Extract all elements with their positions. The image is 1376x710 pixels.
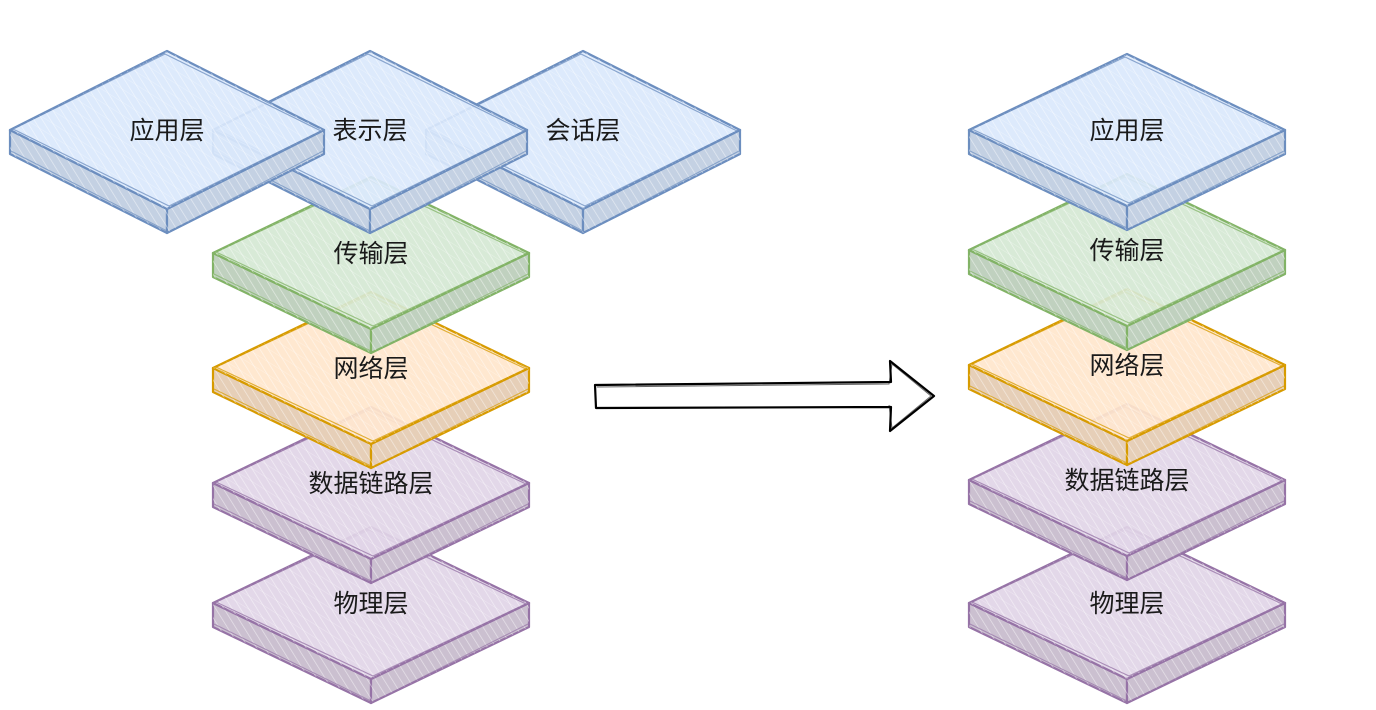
slab-left-hatch <box>213 368 371 468</box>
slab-sketch-bottom <box>213 503 529 583</box>
slab-right-hatch <box>1127 480 1285 580</box>
right-arrow-sketch-line <box>596 363 932 429</box>
right-application-layer: 应用层 <box>967 52 1287 232</box>
slab-top-hatch-2 <box>213 292 529 444</box>
layer-label: 会话层 <box>545 116 620 145</box>
slab-right-hatch <box>1127 130 1285 230</box>
slab-top-hatch-2 <box>969 54 1285 206</box>
slab-sketch-outline <box>214 53 526 207</box>
left-osi-stack: 物理层 数据链路层 网络层 传输层 会话层 表示层 应用层 <box>8 49 742 705</box>
slab-sketch-bottom <box>969 500 1285 580</box>
slab-right-hatch <box>1127 365 1285 465</box>
right-transport-layer: 传输层 <box>967 172 1287 352</box>
slab-right-hatch <box>371 253 529 353</box>
layer-label: 网络层 <box>1089 351 1164 380</box>
slab-left-hatch <box>969 480 1127 580</box>
layer-label: 表示层 <box>332 116 407 145</box>
slab-right-hatch <box>370 130 527 233</box>
slab-right-hatch <box>371 368 529 468</box>
slab-right-hatch <box>371 603 529 703</box>
layer-label: 传输层 <box>1089 236 1164 265</box>
slab-right-hatch <box>167 130 324 233</box>
slab-left-hatch <box>10 130 167 233</box>
slab-top-hatch-2 <box>969 174 1285 326</box>
right-arrow-icon <box>593 359 936 433</box>
slab-sketch-bottom <box>213 388 529 468</box>
right-network-layer: 网络层 <box>967 287 1287 467</box>
left-application-layer: 应用层 <box>8 49 326 235</box>
slab-sketch-outline <box>970 56 1284 204</box>
layer-label: 数据链路层 <box>1064 466 1189 495</box>
layer-label: 物理层 <box>333 589 408 618</box>
slab-top-hatch-2 <box>969 404 1285 556</box>
layer-label: 物理层 <box>1089 589 1164 618</box>
layer-label: 数据链路层 <box>308 469 433 498</box>
left-datalink-layer: 数据链路层 <box>211 405 531 585</box>
layer-label: 网络层 <box>333 354 408 383</box>
layer-label: 应用层 <box>129 116 204 145</box>
slab-top-hatch-2 <box>213 177 529 329</box>
slab-left-hatch <box>213 253 371 353</box>
slab-sketch-bottom <box>969 150 1285 230</box>
slab-top-hatch-2 <box>969 527 1285 679</box>
layer-label: 传输层 <box>333 239 408 268</box>
slab-right-hatch <box>371 483 529 583</box>
right-datalink-layer: 数据链路层 <box>967 402 1287 582</box>
slab-sketch-outline <box>427 53 739 207</box>
slab-right-hatch <box>1127 250 1285 350</box>
slab-left-hatch <box>213 483 371 583</box>
slab-left-hatch <box>969 130 1127 230</box>
slab-sketch-bottom <box>969 385 1285 465</box>
slab-top-hatch-2 <box>213 407 529 559</box>
slab-sketch-bottom <box>213 623 529 703</box>
left-transport-layer: 传输层 <box>211 175 531 355</box>
slab-left-hatch <box>969 250 1127 350</box>
right-tcpip-stack: 物理层 数据链路层 网络层 传输层 应用层 <box>967 52 1287 705</box>
left-network-layer: 网络层 <box>211 290 531 470</box>
slab-sketch-bottom <box>969 623 1285 703</box>
slab-top-hatch-2 <box>213 527 529 679</box>
slab-right-hatch <box>1127 603 1285 703</box>
slab-right-hatch <box>583 130 740 233</box>
layer-label: 应用层 <box>1089 116 1164 145</box>
slab-left-hatch <box>213 603 371 703</box>
slab-sketch-bottom <box>10 150 324 233</box>
slab-top-hatch-2 <box>426 51 740 209</box>
right-physical-layer: 物理层 <box>967 525 1287 705</box>
slab-left-hatch <box>969 365 1127 465</box>
left-physical-layer: 物理层 <box>211 525 531 705</box>
slab-top-hatch-2 <box>969 289 1285 441</box>
slab-top-hatch-2 <box>10 51 324 209</box>
transform-arrow <box>593 359 936 433</box>
slab-left-hatch <box>969 603 1127 703</box>
slab-sketch-bottom <box>969 270 1285 350</box>
slab-sketch-bottom <box>213 273 529 353</box>
slab-sketch-outline <box>11 53 323 207</box>
